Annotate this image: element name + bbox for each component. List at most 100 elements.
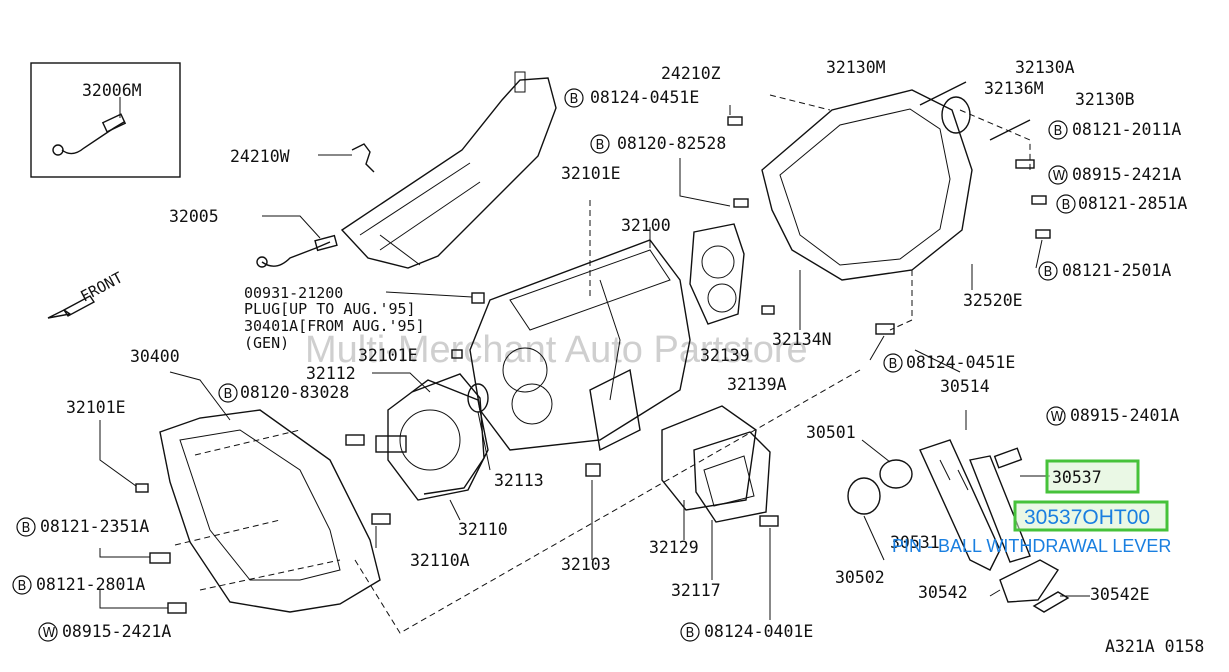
label-08120-83028: 08120-83028 xyxy=(240,383,349,402)
label-08124-0451E-b: 08124-0451E xyxy=(906,353,1015,372)
label-32101E-a: 32101E xyxy=(561,164,621,183)
svg-text:B: B xyxy=(889,357,898,372)
label-30502: 30502 xyxy=(835,568,885,587)
washer-marker-icon: W xyxy=(1046,406,1066,426)
label-32113: 32113 xyxy=(494,471,544,490)
front-label: FRONT xyxy=(77,268,125,305)
svg-text:B: B xyxy=(18,579,27,594)
front-cover xyxy=(375,373,489,501)
svg-text:B: B xyxy=(22,521,31,536)
cover-32117 xyxy=(589,368,771,523)
label-32134N: 32134N xyxy=(772,330,832,349)
bolt-marker-icon: B xyxy=(590,134,610,154)
bolts xyxy=(135,116,1051,614)
label-32101E-c: 32101E xyxy=(66,398,126,417)
bolt-marker-icon: B xyxy=(1048,120,1068,140)
label-24210W: 24210W xyxy=(230,147,290,166)
label-32117: 32117 xyxy=(671,581,721,600)
highlight-callouts[interactable]: 30537 30537OHT00 PIN - BALL WITHDRAWAL L… xyxy=(892,459,1171,556)
label-30542: 30542 xyxy=(918,583,968,602)
label-32110: 32110 xyxy=(458,520,508,539)
svg-text:B: B xyxy=(596,138,605,153)
svg-text:B: B xyxy=(224,387,233,402)
label-32103: 32103 xyxy=(561,555,611,574)
bolt-marker-icon: B xyxy=(16,517,36,537)
label-32139A: 32139A xyxy=(727,375,787,394)
plug-note-line4: (GEN) xyxy=(244,334,289,352)
inset-box: 32006M xyxy=(30,62,181,178)
rear-case xyxy=(761,81,1031,281)
highlight-box-30537OHT00[interactable] xyxy=(1013,500,1169,532)
bolt-marker-icon: B xyxy=(680,622,700,642)
label-08120-82528: 08120-82528 xyxy=(617,134,726,153)
svg-text:B: B xyxy=(686,626,695,641)
marker-circles: B B B W B B B W B B B W B xyxy=(12,88,1076,642)
svg-text:B: B xyxy=(1044,265,1053,280)
bolt-marker-icon: B xyxy=(1056,194,1076,214)
label-08121-2351A: 08121-2351A xyxy=(40,517,149,536)
label-08915-2401A: 08915-2401A xyxy=(1070,406,1179,425)
plate-32139 xyxy=(689,223,745,325)
transmission-case xyxy=(469,239,691,451)
washer-marker-icon: W xyxy=(1048,165,1068,185)
label-30400: 30400 xyxy=(130,347,180,366)
label-32112: 32112 xyxy=(306,364,356,383)
bolt-marker-icon: B xyxy=(12,575,32,595)
part-labels: 24210W 32005 24210Z 08124-0451E 08120-82… xyxy=(36,58,1204,656)
svg-text:W: W xyxy=(43,626,56,641)
extension-housing xyxy=(340,71,557,269)
label-08121-2011A: 08121-2011A xyxy=(1072,120,1181,139)
label-08915-2421A-a: 08915-2421A xyxy=(1072,165,1181,184)
highlight-label-30537OHT00[interactable]: 30537OHT00 xyxy=(1024,506,1150,529)
figure-code: A321A 0158 xyxy=(1105,637,1204,656)
svg-text:W: W xyxy=(1053,169,1066,184)
label-32129: 32129 xyxy=(649,538,699,557)
label-32005: 32005 xyxy=(169,207,219,226)
highlight-description: PIN - BALL WITHDRAWAL LEVER xyxy=(892,536,1171,556)
clip-24210W xyxy=(351,143,375,173)
svg-text:B: B xyxy=(570,92,579,107)
clutch-housing xyxy=(159,409,381,613)
front-arrow: FRONT xyxy=(47,268,126,319)
label-32139: 32139 xyxy=(700,346,750,365)
watermark-text: Multi-Merchant Auto Partstore xyxy=(305,329,808,371)
plug-note-line2: PLUG[UP TO AUG.'95] xyxy=(244,300,416,318)
label-32100: 32100 xyxy=(621,216,671,235)
plug-note: 00931-21200 PLUG[UP TO AUG.'95] 30401A[F… xyxy=(244,284,473,352)
label-08121-2801A: 08121-2801A xyxy=(36,575,145,594)
label-08915-2421A-b: 08915-2421A xyxy=(62,622,171,641)
withdrawal-lever xyxy=(847,439,1070,613)
label-08124-0451E-a: 08124-0451E xyxy=(590,88,699,107)
label-32136M: 32136M xyxy=(984,79,1044,98)
label-30514: 30514 xyxy=(940,377,990,396)
label-32130A: 32130A xyxy=(1015,58,1075,77)
highlight-box-30537[interactable] xyxy=(1045,459,1140,494)
label-32130M: 32130M xyxy=(826,58,886,77)
plug-note-line1: 00931-21200 xyxy=(244,284,343,302)
svg-text:B: B xyxy=(1062,198,1071,213)
washer-marker-icon: W xyxy=(38,622,58,642)
bolt-marker-icon: B xyxy=(218,383,238,403)
label-30531: 30531 xyxy=(890,533,940,552)
highlight-label-30537[interactable]: 30537 xyxy=(1052,468,1102,487)
svg-text:W: W xyxy=(1051,410,1064,425)
label-32101E-b: 32101E xyxy=(358,346,418,365)
svg-text:B: B xyxy=(1054,124,1063,139)
label-32006M: 32006M xyxy=(82,81,142,100)
label-32110A: 32110A xyxy=(410,551,470,570)
bolt-marker-icon: B xyxy=(564,88,584,108)
label-08121-2851A: 08121-2851A xyxy=(1078,194,1187,213)
label-32520E: 32520E xyxy=(963,291,1023,310)
label-08121-2501A: 08121-2501A xyxy=(1062,261,1171,280)
label-30501: 30501 xyxy=(806,423,856,442)
sensor-32005 xyxy=(256,215,338,268)
plug-note-line3: 30401A[FROM AUG.'95] xyxy=(244,317,425,335)
label-08124-0401E: 08124-0401E xyxy=(704,622,813,641)
bolt-marker-icon: B xyxy=(883,353,903,373)
label-32130B: 32130B xyxy=(1075,90,1135,109)
label-24210Z: 24210Z xyxy=(661,64,721,83)
label-30542E: 30542E xyxy=(1090,585,1150,604)
bolt-marker-icon: B xyxy=(1038,261,1058,281)
